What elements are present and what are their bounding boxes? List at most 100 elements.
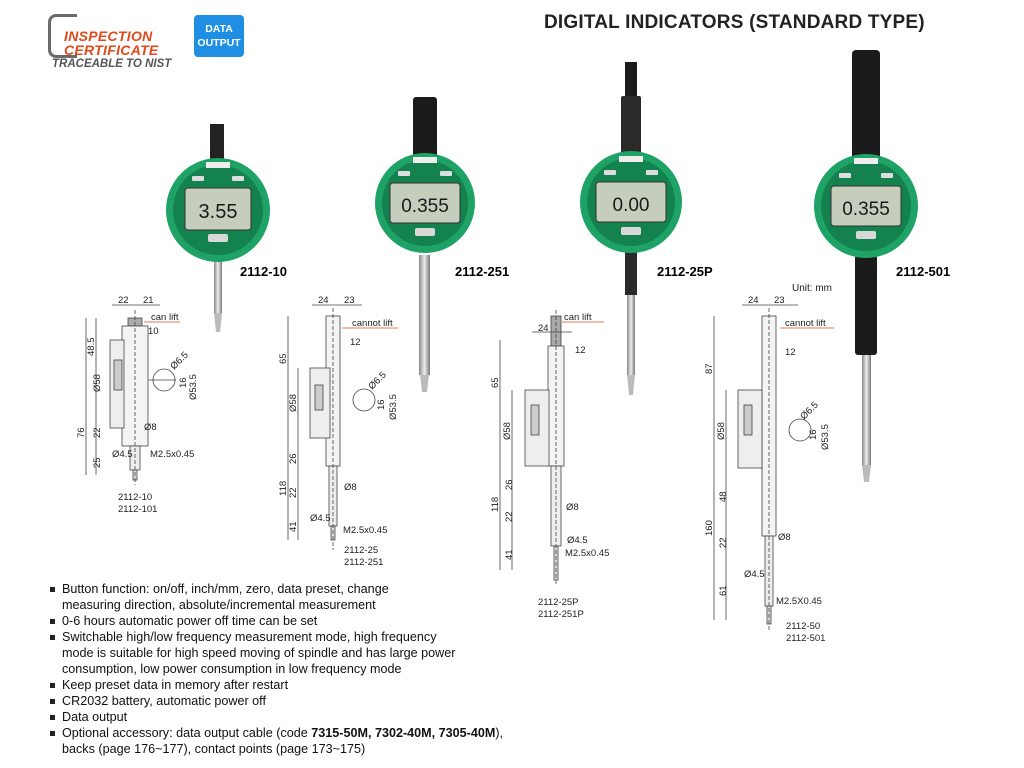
unit-note: Unit: mm [792, 283, 832, 294]
lcd-readout: 3.55 [199, 201, 238, 223]
list-item: 0-6 hours automatic power off time can b… [50, 613, 590, 629]
list-item: CR2032 battery, automatic power off [50, 693, 590, 709]
cert-line2: CERTIFICATE [64, 42, 159, 58]
list-item-cont: backs (page 176~177), contact points (pa… [62, 742, 366, 756]
svg-text:22: 22 [718, 537, 729, 548]
svg-text:M2.5x0.45: M2.5x0.45 [343, 525, 387, 536]
svg-text:can lift: can lift [151, 312, 179, 323]
svg-text:22: 22 [288, 487, 299, 498]
svg-text:2112-25P: 2112-25P [538, 597, 579, 608]
svg-text:48.5: 48.5 [86, 338, 97, 357]
cert-line3: TRACEABLE TO NIST [52, 58, 172, 70]
svg-text:16: 16 [178, 377, 189, 388]
drawing-2112-25P [499, 310, 604, 585]
svg-text:41: 41 [504, 549, 515, 560]
svg-text:10: 10 [148, 326, 159, 337]
svg-text:21: 21 [143, 295, 154, 306]
data-output-badge: DATA OUTPUT [194, 15, 244, 57]
svg-text:cannot lift: cannot lift [785, 318, 826, 329]
svg-text:Ø4.5: Ø4.5 [567, 535, 588, 546]
list-item: Button function: on/off, inch/mm, zero, … [50, 581, 590, 597]
lcd-readout: 0.355 [401, 196, 449, 217]
svg-text:25: 25 [92, 457, 103, 468]
svg-text:Ø58: Ø58 [502, 422, 513, 440]
svg-text:2112-50: 2112-50 [786, 621, 820, 632]
svg-text:Ø4.5: Ø4.5 [310, 513, 331, 524]
model-label: 2112-251 [455, 264, 509, 279]
lcd-readout: 0.00 [613, 195, 650, 216]
inspection-certificate-logo: INSPECTION CERTIFICATE TRACEABLE TO NIST [48, 14, 178, 70]
drawing-2112-10 [85, 304, 180, 485]
svg-text:2112-101: 2112-101 [118, 504, 157, 515]
list-item-cont: consumption, low power consumption in lo… [62, 662, 402, 676]
accessory-text-end: ), [495, 726, 504, 740]
drawing-2112-251-labels: 24 23 cannot lift 12 65 Ø58 Ø6.5 16 Ø53.… [278, 295, 399, 568]
svg-text:Ø53.5: Ø53.5 [388, 394, 399, 420]
svg-text:Ø58: Ø58 [92, 374, 103, 392]
svg-text:Ø6.5: Ø6.5 [798, 400, 820, 422]
accessory-codes: 7315-50M, 7302-40M, 7305-40M [311, 726, 496, 740]
drawing-2112-501 [713, 304, 834, 630]
svg-text:Ø8: Ø8 [566, 502, 579, 513]
model-label: 2112-10 [240, 264, 287, 279]
svg-text:118: 118 [278, 481, 289, 496]
svg-text:Ø6.5: Ø6.5 [366, 370, 388, 392]
list-item-cont: measuring direction, absolute/incrementa… [62, 598, 376, 612]
indicator-2112-501: 0.355 [814, 50, 918, 482]
svg-text:12: 12 [350, 337, 361, 348]
list-item-cont: mode is suitable for high speed moving o… [62, 646, 456, 660]
indicator-2112-25P: 0.00 [580, 62, 682, 395]
svg-text:16: 16 [376, 399, 387, 410]
page-title: DIGITAL INDICATORS (STANDARD TYPE) [544, 12, 925, 33]
svg-text:65: 65 [278, 353, 289, 364]
badge-line1: DATA [205, 23, 233, 35]
badge-line2: OUTPUT [197, 37, 241, 49]
svg-text:16: 16 [808, 429, 819, 440]
svg-text:2112-25: 2112-25 [344, 545, 378, 556]
svg-text:2112-501: 2112-501 [786, 633, 825, 644]
svg-text:23: 23 [774, 295, 785, 306]
svg-text:2112-10: 2112-10 [118, 492, 152, 503]
svg-text:22: 22 [92, 427, 103, 438]
list-item: Switchable high/low frequency measuremen… [50, 629, 590, 645]
accessory-text: Optional accessory: data output cable (c… [62, 726, 312, 740]
svg-text:M2.5X0.45: M2.5X0.45 [776, 596, 822, 607]
model-label: 2112-501 [896, 264, 950, 279]
drawing-2112-25P-labels: 24 can lift 12 65 Ø58 118 26 22 Ø8 41 Ø4… [490, 312, 609, 620]
svg-text:can lift: can lift [564, 312, 592, 323]
svg-text:41: 41 [288, 521, 299, 532]
svg-text:26: 26 [288, 453, 299, 464]
list-item: Data output [50, 709, 590, 725]
svg-text:65: 65 [490, 377, 501, 388]
svg-text:M2.5x0.45: M2.5x0.45 [565, 548, 609, 559]
drawing-2112-251 [287, 304, 398, 550]
indicator-2112-10: 3.55 [166, 124, 270, 332]
svg-text:61: 61 [718, 585, 729, 596]
lcd-readout: 0.355 [842, 199, 890, 220]
svg-text:26: 26 [504, 479, 515, 490]
svg-text:12: 12 [785, 347, 796, 358]
svg-text:M2.5x0.45: M2.5x0.45 [150, 449, 194, 460]
svg-text:22: 22 [504, 511, 515, 522]
svg-text:Ø8: Ø8 [344, 482, 357, 493]
svg-text:12: 12 [575, 345, 586, 356]
cert-line1: INSPECTION [64, 28, 153, 44]
svg-text:Ø58: Ø58 [716, 422, 727, 440]
feature-list: Button function: on/off, inch/mm, zero, … [50, 581, 590, 757]
svg-text:Ø53.5: Ø53.5 [188, 374, 199, 400]
svg-text:23: 23 [344, 295, 355, 306]
svg-text:2112-251: 2112-251 [344, 557, 383, 568]
svg-text:48: 48 [718, 491, 729, 502]
svg-text:76: 76 [76, 427, 87, 438]
svg-text:Ø58: Ø58 [288, 394, 299, 412]
svg-text:Ø6.5: Ø6.5 [168, 350, 190, 372]
svg-text:Ø8: Ø8 [144, 422, 157, 433]
svg-text:2112-251P: 2112-251P [538, 609, 584, 620]
svg-text:118: 118 [490, 497, 501, 512]
certificate-frame-icon [48, 14, 77, 58]
drawing-2112-10-labels: 22 21 can lift 10 48.5 Ø58 Ø6.5 16 Ø53.5… [76, 295, 199, 515]
list-item: Optional accessory: data output cable (c… [50, 725, 590, 741]
svg-text:cannot lift: cannot lift [352, 318, 393, 329]
svg-text:87: 87 [704, 363, 715, 374]
